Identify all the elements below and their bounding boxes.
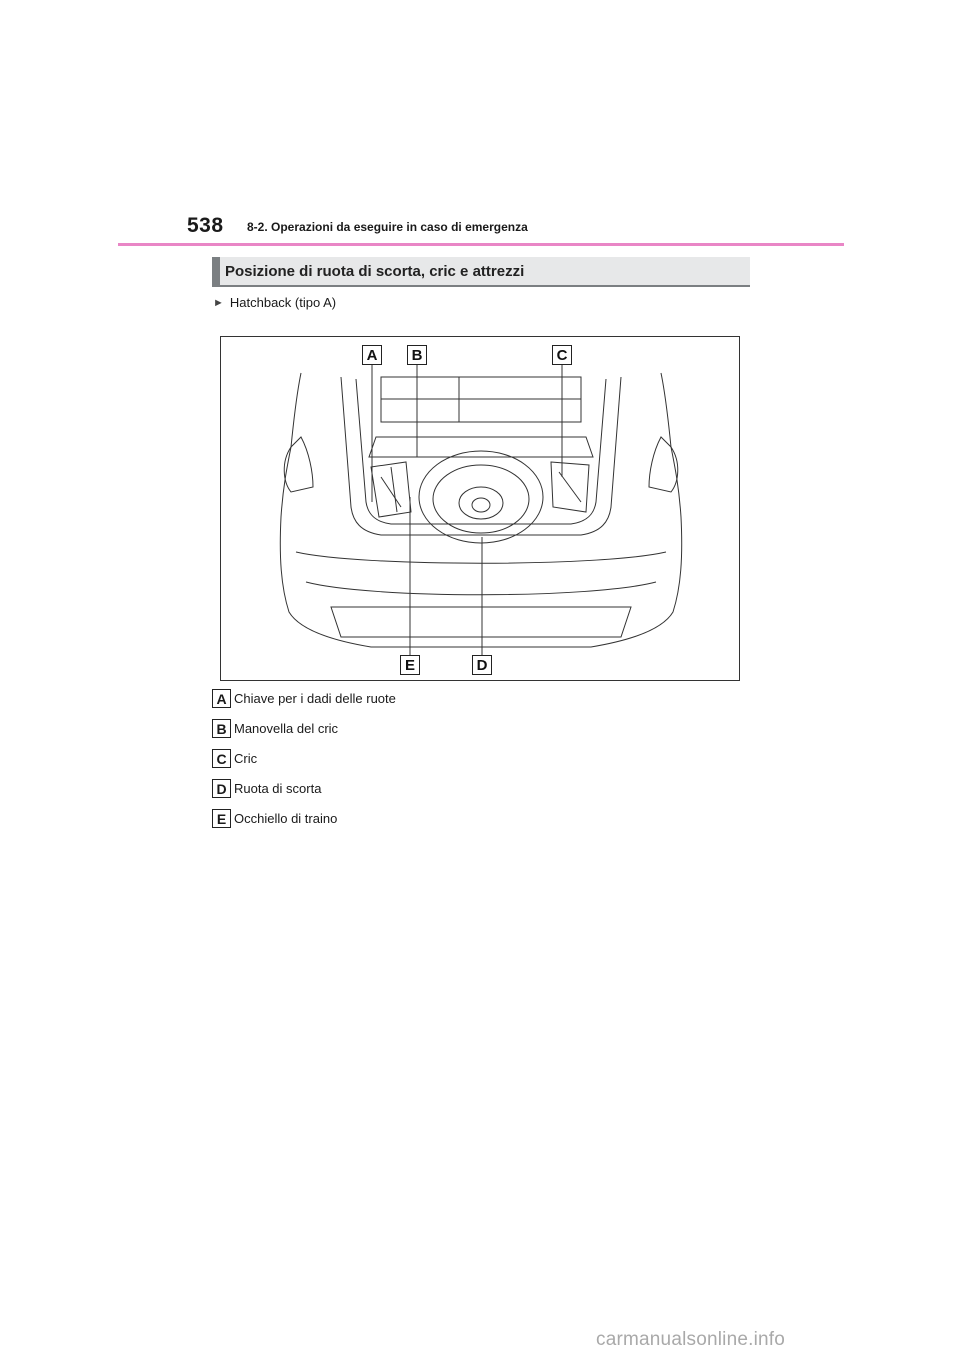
callout-a: A — [362, 345, 382, 365]
license-area — [330, 606, 632, 638]
legend-item: C Cric — [212, 743, 396, 773]
trunk-drawing — [279, 365, 683, 655]
callout-b: B — [407, 345, 427, 365]
floor-lip — [368, 436, 594, 458]
left-taillight — [283, 436, 314, 493]
callout-e: E — [400, 655, 420, 675]
legend-text: Chiave per i dadi delle ruote — [234, 690, 396, 706]
header-divider — [118, 243, 844, 246]
legend-key: E — [212, 808, 231, 828]
legend-item: B Manovella del cric — [212, 713, 396, 743]
legend-key: D — [212, 778, 231, 798]
jack-handle-area — [370, 461, 412, 518]
watermark: carmanualsonline.info — [596, 1329, 786, 1350]
jack-area — [550, 461, 590, 513]
trunk-inner — [355, 378, 607, 525]
trunk-illustration: A B C E D — [220, 336, 740, 681]
section-title: Posizione di ruota di scorta, cric e att… — [225, 263, 525, 280]
callout-c: C — [552, 345, 572, 365]
bumper-upper — [295, 551, 667, 564]
body-outline — [279, 372, 683, 648]
chapter-title: 8-2. Operazioni da eseguire in caso di e… — [247, 220, 528, 234]
trunk-opening — [340, 376, 622, 536]
legend-key: C — [212, 748, 231, 768]
right-taillight — [648, 436, 679, 493]
variant-text: Hatchback (tipo A) — [229, 295, 337, 310]
spare-tire — [418, 450, 544, 544]
legend-key: A — [212, 688, 231, 708]
legend-text: Ruota di scorta — [234, 780, 322, 796]
legend: A Chiave per i dadi delle ruote B Manove… — [212, 683, 396, 833]
legend-item: A Chiave per i dadi delle ruote — [212, 683, 396, 713]
legend-key: B — [212, 718, 231, 738]
legend-text: Occhiello di traino — [234, 810, 338, 826]
variant-label: ► Hatchback (tipo A) — [213, 295, 336, 310]
triangle-right-icon: ► — [213, 296, 224, 309]
legend-item: D Ruota di scorta — [212, 773, 396, 803]
page-number: 538 — [187, 214, 224, 237]
section-accent — [212, 257, 220, 285]
callout-d: D — [472, 655, 492, 675]
section-heading: Posizione di ruota di scorta, cric e att… — [212, 257, 750, 287]
legend-item: E Occhiello di traino — [212, 803, 396, 833]
bumper-lower — [305, 581, 657, 596]
legend-text: Manovella del cric — [234, 720, 339, 736]
legend-text: Cric — [234, 750, 258, 766]
